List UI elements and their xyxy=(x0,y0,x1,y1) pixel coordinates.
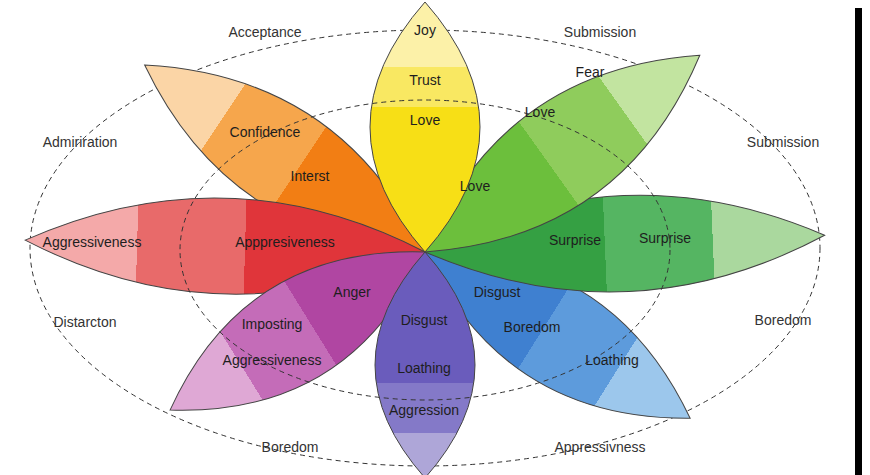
outer-label: Boredom xyxy=(755,312,812,329)
outer-label: Appressivness xyxy=(554,439,645,456)
emotion-label: Confidence xyxy=(230,124,301,141)
emotion-petal: FearLove xyxy=(525,64,605,121)
yellow-petal xyxy=(370,2,480,252)
inner-dashed-ring xyxy=(180,100,670,400)
emotion-label: Fear xyxy=(576,64,605,81)
emotion-label: Love xyxy=(460,178,490,195)
outer-label: Acceptance xyxy=(228,24,301,41)
red-petal xyxy=(24,192,427,300)
emotion-petal: AngerImpostingAggressiveness xyxy=(223,284,371,369)
emotion-petal: Apppresiveness Aggressiveness xyxy=(43,234,335,251)
emotion-label: Surprise xyxy=(639,230,691,247)
emotion-label: Apppresiveness xyxy=(235,234,335,251)
outer-label: Distarcton xyxy=(53,314,116,331)
emotion-label: Love xyxy=(525,104,555,121)
emotion-petal: ConfidenceInterst xyxy=(230,124,330,185)
emotion-label: Surprise xyxy=(549,232,601,249)
emotion-petal: JoyTrustLove xyxy=(409,22,440,129)
purple-petal xyxy=(375,252,475,475)
outer-label: Admiriration xyxy=(43,134,118,151)
outer-label: Submission xyxy=(747,134,819,151)
outer-label: Boredom xyxy=(262,439,319,456)
emotion-label: Loathing xyxy=(585,352,639,369)
emotion-label: Disgust xyxy=(474,284,521,301)
emotion-label: Disgust xyxy=(401,312,448,329)
emotion-label: Joy xyxy=(414,22,436,39)
emotion-label: Aggression xyxy=(389,402,459,419)
outer-label: Submission xyxy=(564,24,636,41)
emotion-label: Trust xyxy=(409,72,440,89)
emotion-label: Boredom xyxy=(504,319,561,336)
emotion-petal: LoveSurprise Surprise xyxy=(460,178,691,249)
emotion-label: Love xyxy=(410,112,440,129)
emotion-label: Imposting xyxy=(242,316,303,333)
emotion-label: Loathing xyxy=(397,360,451,377)
emotion-label: Anger xyxy=(333,284,370,301)
emotion-petal: DisgustBoredomLoathing xyxy=(474,284,639,369)
emotion-label: Aggressiveness xyxy=(223,352,322,369)
emotion-label: Interst xyxy=(291,168,330,185)
edge-bar xyxy=(855,8,862,475)
emotion-label: Aggressiveness xyxy=(43,234,142,251)
emotion-petal: DisgustLoathingAggression xyxy=(389,312,459,419)
